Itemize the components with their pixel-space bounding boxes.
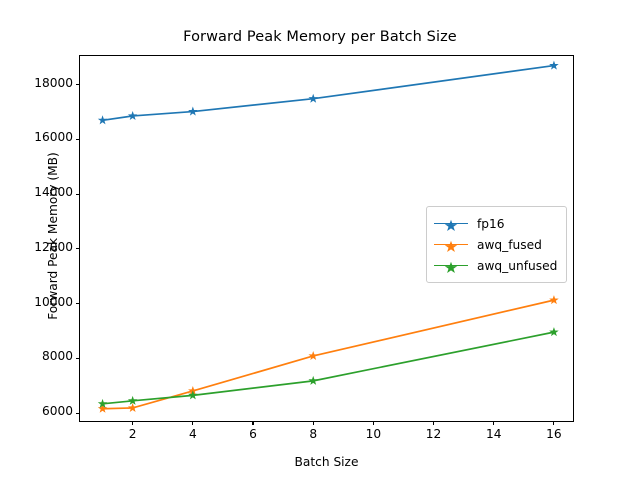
tick-mark — [312, 421, 314, 425]
star-marker-icon — [127, 395, 138, 405]
star-marker-icon — [127, 402, 138, 412]
star-marker-icon — [308, 93, 318, 103]
star-marker-icon — [444, 261, 458, 273]
legend: fp16 awq_fused awq_unfused — [426, 206, 568, 283]
legend-swatch-1 — [434, 238, 468, 252]
tick-label: 6000 — [41, 404, 73, 419]
tick-mark — [76, 412, 80, 414]
tick-label: 2 — [128, 427, 137, 441]
tick-mark — [372, 421, 374, 425]
tick-mark — [252, 421, 254, 425]
tick-mark — [132, 421, 134, 425]
star-marker-icon — [549, 295, 559, 305]
tick-label: 12 — [425, 427, 442, 441]
tick-mark — [76, 303, 80, 305]
tick-mark — [76, 357, 80, 359]
star-marker-icon — [97, 398, 108, 408]
tick-mark — [76, 138, 80, 140]
chart-title: Forward Peak Memory per Batch Size — [183, 29, 457, 45]
tick-label: 10000 — [34, 294, 73, 309]
x-axis-label: Batch Size — [294, 455, 359, 469]
series-fp16 — [97, 60, 559, 125]
line-fp16 — [102, 64, 555, 122]
tick-mark — [493, 421, 495, 425]
star-marker-icon — [127, 110, 138, 120]
tick-mark — [76, 84, 80, 86]
legend-swatch-2 — [434, 259, 468, 273]
series-awq_unfused — [97, 327, 559, 408]
star-marker-icon — [308, 350, 318, 360]
plot-lines — [97, 60, 559, 413]
legend-label-fp16: fp16 — [477, 216, 505, 231]
tick-label: 14 — [485, 427, 502, 441]
star-marker-icon — [444, 240, 458, 252]
star-marker-icon — [97, 115, 108, 125]
star-marker-icon — [97, 403, 108, 413]
tick-label: 16 — [546, 427, 562, 441]
tick-label: 8000 — [41, 349, 73, 364]
legend-label-awq-fused: awq_fused — [477, 237, 542, 252]
star-marker-icon — [549, 327, 559, 337]
tick-label: 16000 — [34, 130, 73, 145]
tick-label: 8 — [309, 427, 318, 441]
legend-item: awq_unfused — [434, 255, 557, 276]
legend-label-awq-unfused: awq_unfused — [477, 258, 558, 273]
tick-mark — [192, 421, 194, 425]
legend-swatch-0 — [434, 217, 468, 231]
line-awq_unfused — [102, 331, 555, 405]
tick-label: 14000 — [34, 185, 73, 200]
star-marker-icon — [188, 390, 198, 400]
tick-label: 12000 — [34, 239, 73, 254]
tick-label: 4 — [188, 427, 197, 441]
tick-label: 6 — [249, 427, 257, 441]
star-marker-icon — [549, 60, 559, 70]
tick-mark — [553, 421, 555, 425]
tick-mark — [76, 193, 80, 195]
line-awq_fused — [102, 299, 555, 410]
tick-mark — [432, 421, 435, 425]
star-marker-icon — [308, 375, 318, 385]
star-marker-icon — [188, 106, 198, 116]
plot-axes: 6000 8000 10000 12000 14000 16000 18000 2 4 6 8 10… — [34, 55, 574, 441]
tick-label: 18000 — [34, 75, 73, 90]
legend-item: fp16 — [434, 213, 557, 234]
tick-mark — [76, 248, 80, 250]
star-marker-icon — [444, 219, 458, 231]
tick-label: 10 — [365, 427, 382, 441]
legend-item: awq_fused — [434, 234, 557, 255]
series-awq_fused — [97, 295, 559, 413]
